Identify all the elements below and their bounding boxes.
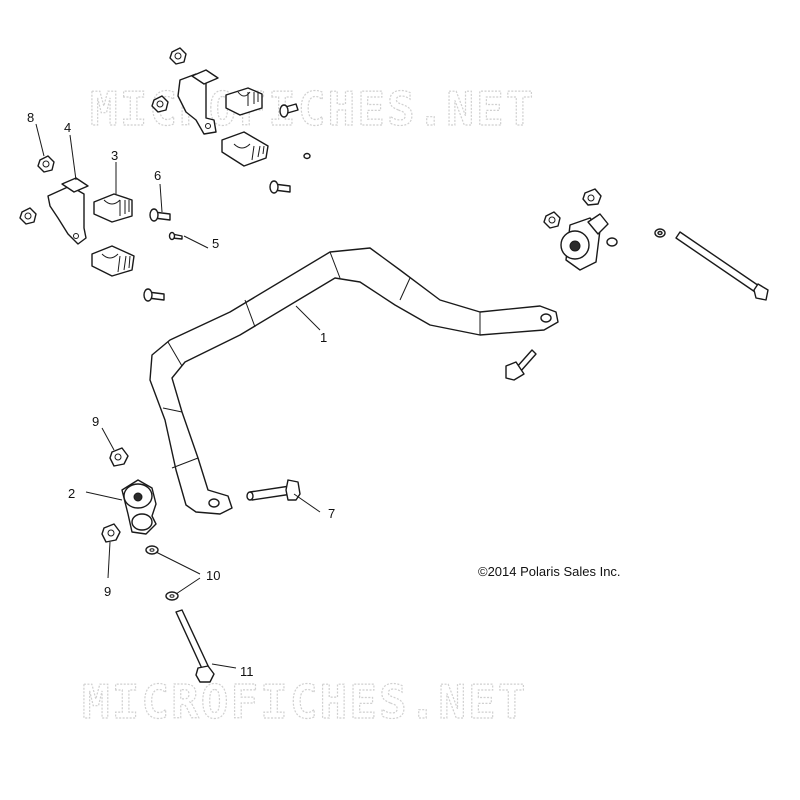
- left-bushing-upper: [93, 193, 133, 223]
- top-bushing-upper: [225, 87, 263, 116]
- left-bushing-lower: [91, 245, 135, 277]
- left-end-link: [121, 479, 157, 535]
- bar-end-bolt: [505, 349, 537, 381]
- top-bushing-lower: [221, 131, 269, 167]
- callout-6: 6: [154, 168, 161, 183]
- callout-4: 4: [64, 120, 71, 135]
- top-bolt-right: [279, 103, 299, 118]
- callout-3: 3: [111, 148, 118, 163]
- left-nut-lower: [19, 207, 37, 225]
- callout-11: 11: [240, 664, 254, 679]
- left-bolt-6: [149, 208, 171, 222]
- right-nut-top: [543, 211, 561, 229]
- right-end-link: [560, 213, 609, 271]
- left-clamp-bracket: [47, 177, 89, 245]
- top-small-screw: [303, 152, 311, 160]
- left-nut-8: [37, 155, 55, 173]
- left-screw-5: [168, 231, 183, 241]
- top-bolt-lower: [269, 180, 291, 194]
- callout-9-lower: 9: [104, 584, 111, 599]
- watermark-bottom: MICROFICHES.NET: [82, 675, 527, 729]
- right-nut-right: [582, 188, 602, 206]
- copyright-notice: ©2014 Polaris Sales Inc.: [478, 564, 621, 579]
- right-long-bolt: [675, 231, 769, 301]
- washer-10-upper: [145, 545, 159, 555]
- callout-7: 7: [328, 506, 335, 521]
- leader-lines: [35, 123, 321, 669]
- right-washers: [606, 228, 666, 247]
- callout-2: 2: [68, 486, 75, 501]
- bolt-7: [246, 479, 301, 501]
- nut-9-lower: [101, 523, 121, 543]
- washer-10-lower: [165, 591, 179, 601]
- top-nut-left: [151, 95, 169, 113]
- callout-5: 5: [212, 236, 219, 251]
- stabilizer-bar: [149, 247, 559, 515]
- top-clamp-bracket: [177, 69, 219, 135]
- callout-10: 10: [206, 568, 220, 583]
- callout-8: 8: [27, 110, 34, 125]
- nut-9-upper: [109, 447, 129, 467]
- long-bolt-11: [175, 609, 215, 683]
- left-bolt-lower: [143, 288, 165, 302]
- top-nut: [169, 47, 187, 65]
- callout-9-upper: 9: [92, 414, 99, 429]
- callout-1: 1: [320, 330, 327, 345]
